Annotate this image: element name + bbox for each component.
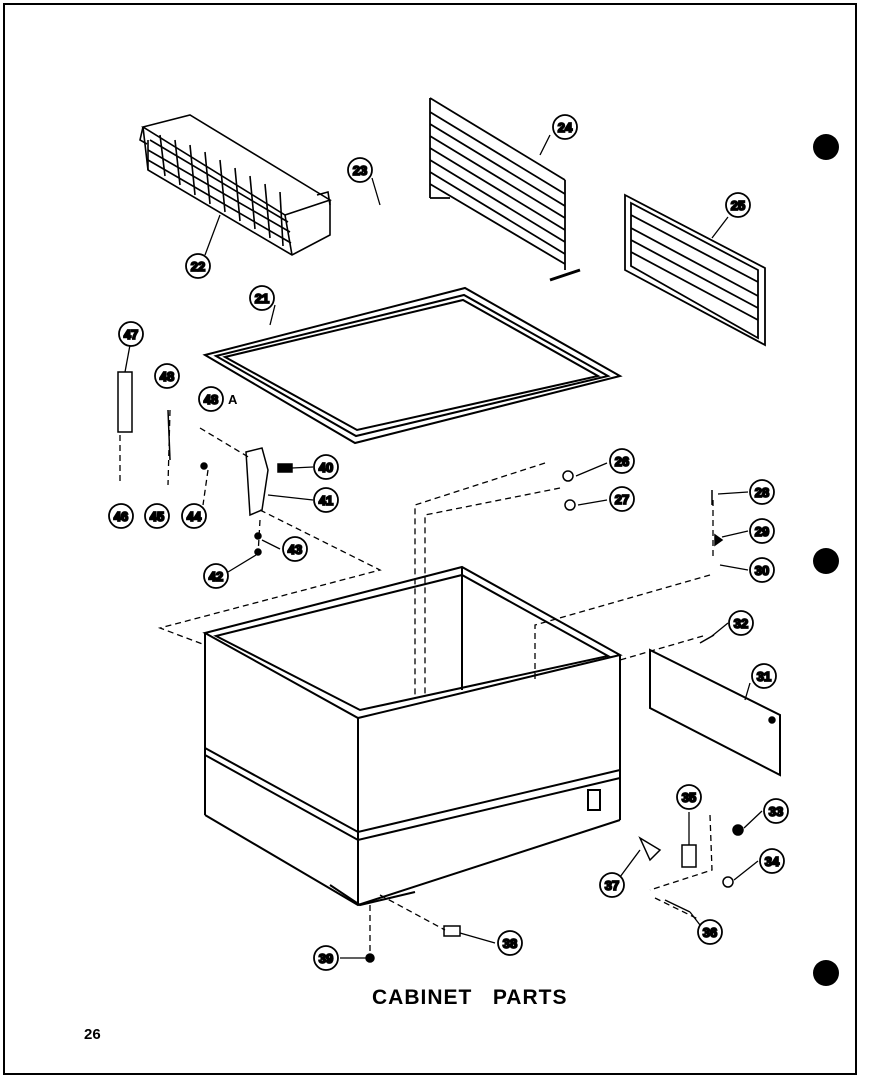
svg-text:37: 37 — [605, 878, 619, 893]
callout-48a-suffix: A — [228, 392, 238, 407]
callout-35: 35 — [676, 784, 702, 810]
callout-48a: 48 — [198, 386, 224, 412]
callout-29: 29 — [749, 518, 775, 544]
svg-text:43: 43 — [288, 542, 302, 557]
callout-37: 37 — [599, 872, 625, 898]
callout-25: 25 — [725, 192, 751, 218]
svg-text:40: 40 — [319, 460, 333, 475]
callout-31: 31 — [751, 663, 777, 689]
svg-text:41: 41 — [319, 493, 333, 508]
svg-text:47: 47 — [124, 327, 138, 342]
callout-27: 27 — [609, 486, 635, 512]
callout-45: 45 — [144, 503, 170, 529]
callout-36: 36 — [697, 919, 723, 945]
svg-text:21: 21 — [255, 291, 269, 306]
svg-text:29: 29 — [755, 524, 769, 539]
page-number: 26 — [84, 1026, 101, 1043]
diagram-title: CABINET PARTS — [372, 986, 568, 1009]
callout-24: 24 — [552, 114, 578, 140]
svg-text:31: 31 — [757, 669, 771, 684]
callout-21: 21 — [249, 285, 275, 311]
callout-34: 34 — [759, 848, 785, 874]
callout-38: 38 — [497, 930, 523, 956]
hardware-parts — [117, 371, 781, 963]
binder-hole-top — [813, 134, 839, 160]
page-border — [3, 3, 857, 1075]
svg-text:23: 23 — [353, 163, 367, 178]
callout-43: 43 — [282, 536, 308, 562]
callout-28: 28 — [749, 479, 775, 505]
svg-text:45: 45 — [150, 509, 164, 524]
svg-text:24: 24 — [558, 120, 573, 135]
callout-39: 39 — [313, 945, 339, 971]
svg-text:32: 32 — [734, 616, 748, 631]
callout-30: 30 — [749, 557, 775, 583]
gasket-part — [202, 286, 623, 445]
svg-text:34: 34 — [765, 854, 780, 869]
svg-text:33: 33 — [769, 804, 783, 819]
svg-text:44: 44 — [187, 509, 202, 524]
callout-44: 44 — [181, 503, 207, 529]
callout-47: 47 — [118, 321, 144, 347]
callout-32: 32 — [728, 610, 754, 636]
svg-text:35: 35 — [682, 790, 696, 805]
callout-26: 26 — [609, 448, 635, 474]
svg-text:30: 30 — [755, 563, 769, 578]
svg-text:26: 26 — [615, 454, 629, 469]
cabinet-body-part — [202, 565, 623, 907]
svg-text:28: 28 — [755, 485, 769, 500]
panel-25-part — [624, 193, 766, 347]
basket-part — [139, 114, 332, 256]
callouts: 21 22 23 24 25 26 27 28 29 30 31 32 33 3… — [108, 114, 789, 971]
svg-text:48: 48 — [204, 392, 218, 407]
callout-42: 42 — [203, 563, 229, 589]
svg-text:22: 22 — [191, 259, 205, 274]
wire-shelf-part — [429, 97, 581, 282]
svg-text:38: 38 — [503, 936, 517, 951]
callout-41: 41 — [313, 487, 339, 513]
svg-text:48: 48 — [160, 369, 174, 384]
callout-46: 46 — [108, 503, 134, 529]
binder-hole-middle — [813, 548, 839, 574]
callout-22: 22 — [185, 253, 211, 279]
binder-hole-bottom — [813, 960, 839, 986]
svg-text:25: 25 — [731, 198, 745, 213]
callout-40: 40 — [313, 454, 339, 480]
svg-text:42: 42 — [209, 569, 223, 584]
svg-text:27: 27 — [615, 492, 629, 507]
svg-text:46: 46 — [114, 509, 128, 524]
callout-leaders — [124, 134, 763, 959]
callout-23: 23 — [347, 157, 373, 183]
callout-48: 48 — [154, 363, 180, 389]
svg-text:36: 36 — [703, 925, 717, 940]
svg-text:39: 39 — [319, 951, 333, 966]
leader-lines — [119, 409, 714, 955]
callout-33: 33 — [763, 798, 789, 824]
